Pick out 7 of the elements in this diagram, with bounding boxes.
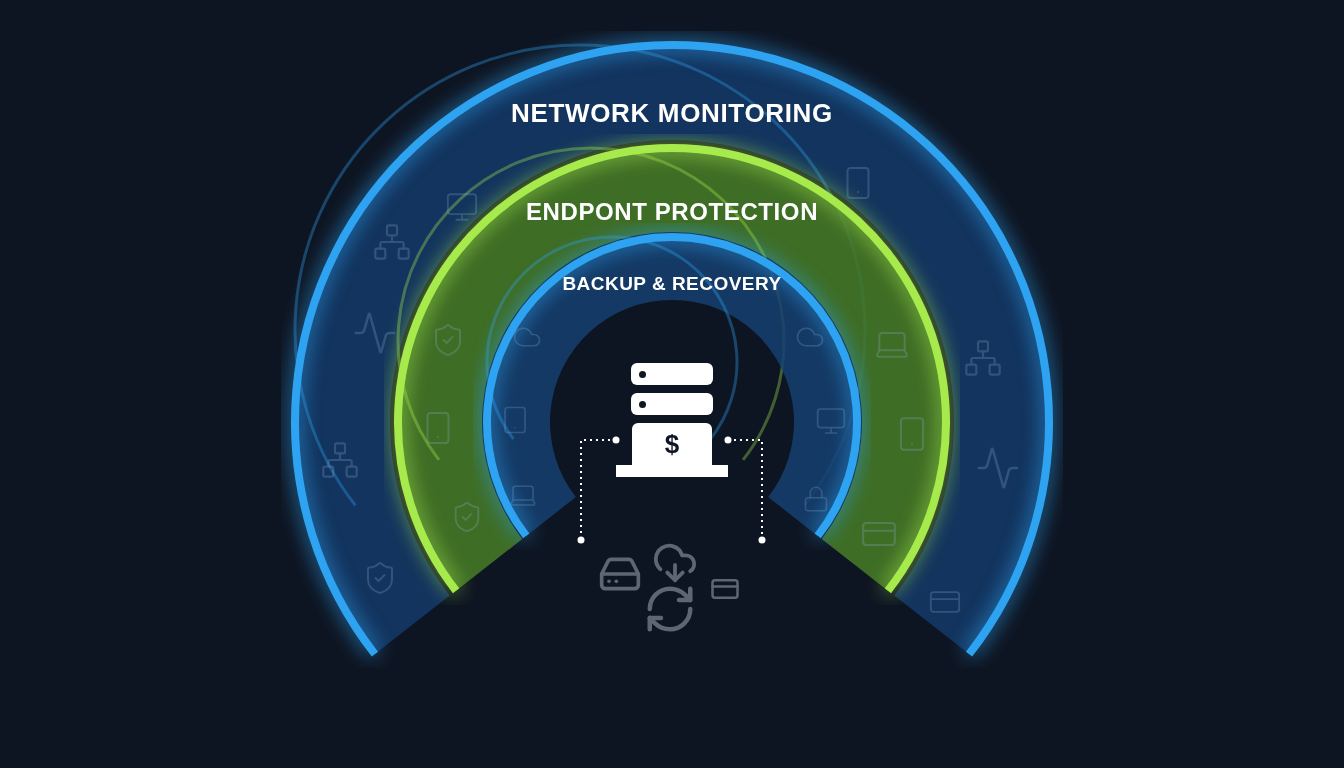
ring-label: NETWORK MONITORING (511, 97, 833, 130)
dotted-connector (577, 436, 620, 544)
server-drawing (616, 363, 728, 477)
dotted-connector (724, 436, 766, 544)
dollar-sign: $ (664, 431, 680, 457)
ring-label: BACKUP & RECOVERY (562, 272, 782, 296)
ring-label: ENDPONT PROTECTION (525, 197, 819, 227)
